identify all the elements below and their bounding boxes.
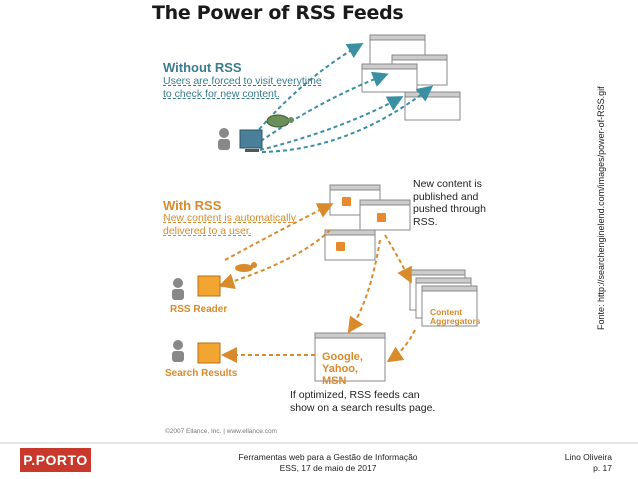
website-windows-top [361, 34, 461, 121]
orange-arrows [218, 203, 416, 363]
search-engines-label: Google, Yahoo, MSN [322, 351, 363, 387]
source-citation: Fonte: http://searchenginelend.com/image… [596, 86, 606, 330]
rss-reader-label: RSS Reader [170, 304, 228, 315]
computer-icon-top [239, 129, 263, 152]
copyright-text: ©2007 Ellance, Inc. | www.ellance.com [165, 428, 277, 435]
porto-logo: P.PORTO [20, 448, 91, 472]
diagram-title: The Power of RSS Feeds [152, 2, 404, 24]
rabbit-icon [235, 262, 257, 272]
teal-arrows [249, 42, 434, 153]
monitor-icon-reader [197, 275, 221, 297]
search-results-label: Search Results [165, 368, 238, 379]
footer-course-info: Ferramentas web para a Gestão de Informa… [228, 452, 428, 474]
rss-windows [324, 184, 411, 261]
published-note: New content is published and pushed thro… [413, 178, 486, 228]
footer-page-number: p. 17 [593, 463, 612, 473]
with-rss-text: New content is automatically delivered t… [163, 212, 297, 237]
footer-date: ESS, 17 de maio de 2017 [279, 463, 377, 473]
user-icon-reader [172, 278, 184, 300]
content-aggregators-label: Content Aggregators [430, 307, 481, 326]
user-icon-top [218, 128, 230, 150]
rss-feed-icon [336, 197, 386, 251]
footer-course-title: Ferramentas web para a Gestão de Informa… [238, 452, 418, 462]
optimized-note: If optimized, RSS feeds can show on a se… [290, 389, 436, 414]
monitor-icon-search [197, 342, 221, 364]
with-rss-heading: With RSS [163, 198, 222, 213]
footer-author-info: Lino Oliveira p. 17 [540, 452, 612, 474]
without-rss-heading: Without RSS [163, 60, 242, 75]
footer-author: Lino Oliveira [564, 452, 612, 462]
aggregator-windows [409, 269, 478, 327]
without-rss-text: Users are forced to visit everytime to c… [163, 75, 322, 100]
user-icon-search [172, 340, 184, 362]
search-engine-window [314, 332, 386, 382]
turtle-icon [266, 114, 294, 128]
